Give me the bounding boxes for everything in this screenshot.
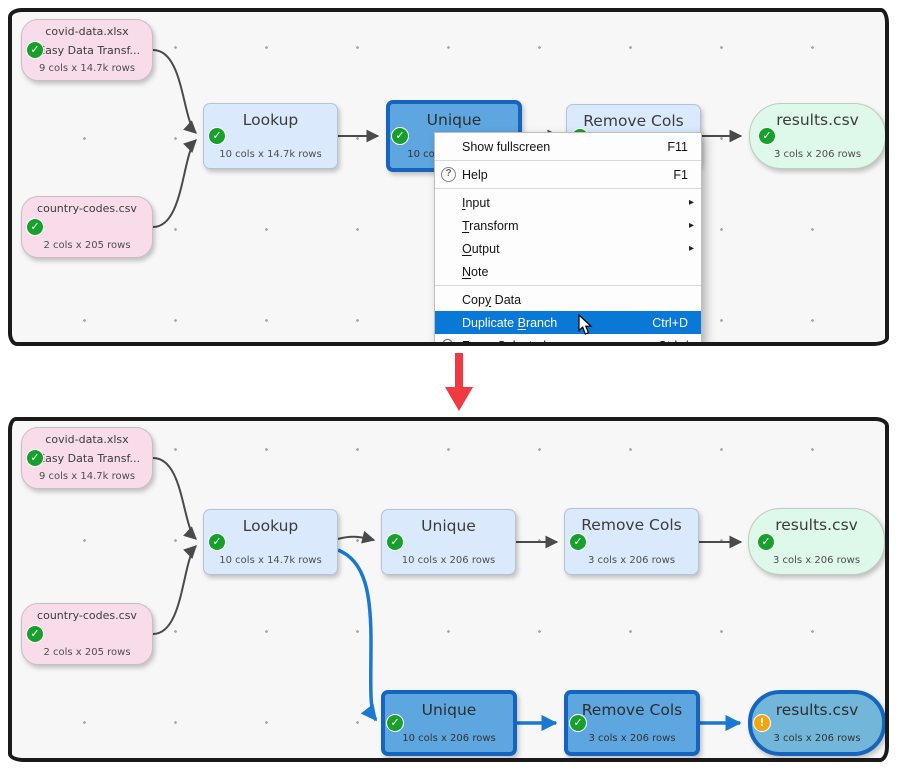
success-check-icon: ✓ — [26, 218, 44, 236]
success-check-icon: ✓ — [757, 532, 775, 551]
menu-item-label: Output — [462, 241, 500, 256]
node-title: Unique — [426, 111, 482, 129]
success-check-icon: ✓ — [386, 533, 404, 551]
mouse-cursor — [578, 313, 593, 340]
success-check-icon: ✓ — [208, 533, 226, 551]
node-title: Lookup — [242, 111, 299, 129]
node-title: Remove Cols — [581, 516, 682, 534]
node-title: Remove Cols — [583, 112, 684, 130]
node-covid-data[interactable]: ✓ covid-data.xlsx [Easy Data Transf... 9… — [21, 427, 153, 489]
menu-item-zoom-selected[interactable]: Zoom Selected Ctrl+/ — [435, 334, 701, 346]
help-icon: ? — [441, 167, 456, 182]
success-check-icon: ✓ — [758, 127, 776, 145]
menu-item-note[interactable]: Note — [435, 260, 701, 283]
node-remove-cols-duplicate-selected[interactable]: ✓ Remove Cols 3 cols x 206 rows — [564, 690, 700, 756]
node-title: Unique — [421, 517, 476, 535]
node-unique-duplicate-selected[interactable]: ✓ Unique 10 cols x 206 rows — [381, 690, 517, 756]
menu-item-label: Zoom Selected — [462, 338, 547, 346]
menu-item-help[interactable]: ? Help F1 — [435, 163, 701, 186]
transition-arrow-icon — [444, 353, 474, 416]
menu-item-label: Help — [462, 167, 488, 182]
context-menu: Show fullscreen F11 ? Help F1 Input ▸ Tr… — [434, 132, 702, 346]
menu-shortcut: Ctrl+D — [652, 315, 688, 330]
node-title: covid-data.xlsx — [45, 25, 129, 38]
submenu-arrow-icon: ▸ — [688, 243, 694, 254]
success-check-icon: ✓ — [386, 714, 404, 732]
node-stats: 3 cols x 206 rows — [587, 555, 676, 566]
node-title: country-codes.csv — [37, 202, 137, 215]
node-subtitle: [Easy Data Transf... — [33, 43, 141, 57]
node-title: Remove Cols — [581, 701, 683, 719]
node-stats: 3 cols x 206 rows — [588, 733, 676, 744]
node-stats: 10 cols x 206 rows — [401, 555, 496, 566]
node-stats: 10 cols x 14.7k rows — [219, 149, 322, 160]
menu-shortcut: Ctrl+/ — [657, 338, 688, 346]
node-stats: 10 cols x 14.7k rows — [219, 555, 322, 566]
menu-item-label: Copy Data — [462, 292, 522, 307]
menu-shortcut: F1 — [673, 167, 688, 182]
node-subtitle: [Easy Data Transf... — [33, 451, 141, 465]
connections-layer — [152, 457, 743, 732]
warning-icon: ! — [753, 714, 771, 732]
menu-item-label: Note — [462, 264, 489, 279]
success-check-icon: ✓ — [391, 127, 409, 145]
node-lookup[interactable]: ✓ Lookup 10 cols x 14.7k rows — [203, 509, 338, 575]
menu-shortcut: F11 — [667, 139, 688, 154]
menu-item-copy-data[interactable]: Copy Data — [435, 288, 701, 311]
node-stats: 3 cols x 206 rows — [773, 149, 862, 160]
node-country-codes[interactable]: ✓ country-codes.csv 2 cols x 205 rows — [21, 196, 153, 258]
success-check-icon: ✓ — [569, 532, 587, 551]
menu-separator — [435, 188, 701, 189]
node-stats: 9 cols x 14.7k rows — [38, 63, 136, 74]
node-lookup[interactable]: ✓ Lookup 10 cols x 14.7k rows — [203, 103, 338, 169]
submenu-arrow-icon: ▸ — [688, 197, 694, 208]
node-title: results.csv — [776, 111, 859, 129]
menu-item-transform[interactable]: Transform ▸ — [435, 214, 701, 237]
menu-item-show-fullscreen[interactable]: Show fullscreen F11 — [435, 135, 701, 158]
canvas-after[interactable]: ✓ covid-data.xlsx [Easy Data Transf... 9… — [8, 417, 889, 762]
node-stats: 2 cols x 205 rows — [43, 240, 131, 251]
node-covid-data[interactable]: ✓ covid-data.xlsx [Easy Data Transf... 9… — [21, 19, 153, 81]
node-results-duplicate-selected[interactable]: ! results.csv 3 cols x 206 rows — [748, 690, 885, 756]
node-title: results.csv — [775, 701, 859, 719]
node-title: covid-data.xlsx — [45, 433, 129, 446]
canvas-before[interactable]: ✓ covid-data.xlsx [Easy Data Transf... 9… — [8, 8, 889, 346]
node-stats: 2 cols x 205 rows — [43, 647, 131, 658]
node-stats: 9 cols x 14.7k rows — [38, 471, 136, 482]
node-stats: 3 cols x 206 rows — [773, 733, 861, 744]
menu-separator — [435, 285, 701, 286]
menu-item-label: Duplicate Branch — [462, 315, 558, 330]
menu-item-duplicate-branch[interactable]: Duplicate Branch Ctrl+D — [435, 311, 701, 334]
node-title: Lookup — [242, 517, 299, 535]
menu-separator — [435, 160, 701, 161]
success-check-icon: ✓ — [26, 625, 44, 643]
node-unique[interactable]: ✓ Unique 10 cols x 206 rows — [381, 509, 516, 575]
menu-item-label: Transform — [462, 218, 519, 233]
menu-item-output[interactable]: Output ▸ — [435, 237, 701, 260]
success-check-icon: ✓ — [26, 41, 44, 59]
node-title: country-codes.csv — [37, 609, 137, 622]
success-check-icon: ✓ — [26, 449, 44, 467]
submenu-arrow-icon: ▸ — [688, 220, 694, 231]
node-results[interactable]: ✓ results.csv 3 cols x 206 rows — [748, 508, 885, 575]
success-check-icon: ✓ — [569, 714, 587, 732]
node-title: results.csv — [775, 516, 858, 534]
node-stats: 3 cols x 206 rows — [772, 555, 861, 566]
menu-item-input[interactable]: Input ▸ — [435, 191, 701, 214]
node-stats: 10 cols x 206 rows — [402, 733, 496, 744]
zoom-out-icon — [441, 338, 453, 342]
menu-item-label: Show fullscreen — [462, 139, 551, 154]
menu-item-label: Input — [462, 195, 490, 210]
node-country-codes[interactable]: ✓ country-codes.csv 2 cols x 205 rows — [21, 603, 153, 665]
node-remove-cols[interactable]: ✓ Remove Cols 3 cols x 206 rows — [564, 508, 699, 575]
node-title: Unique — [421, 701, 477, 719]
node-results[interactable]: ✓ results.csv 3 cols x 206 rows — [749, 103, 885, 169]
success-check-icon: ✓ — [208, 127, 226, 145]
